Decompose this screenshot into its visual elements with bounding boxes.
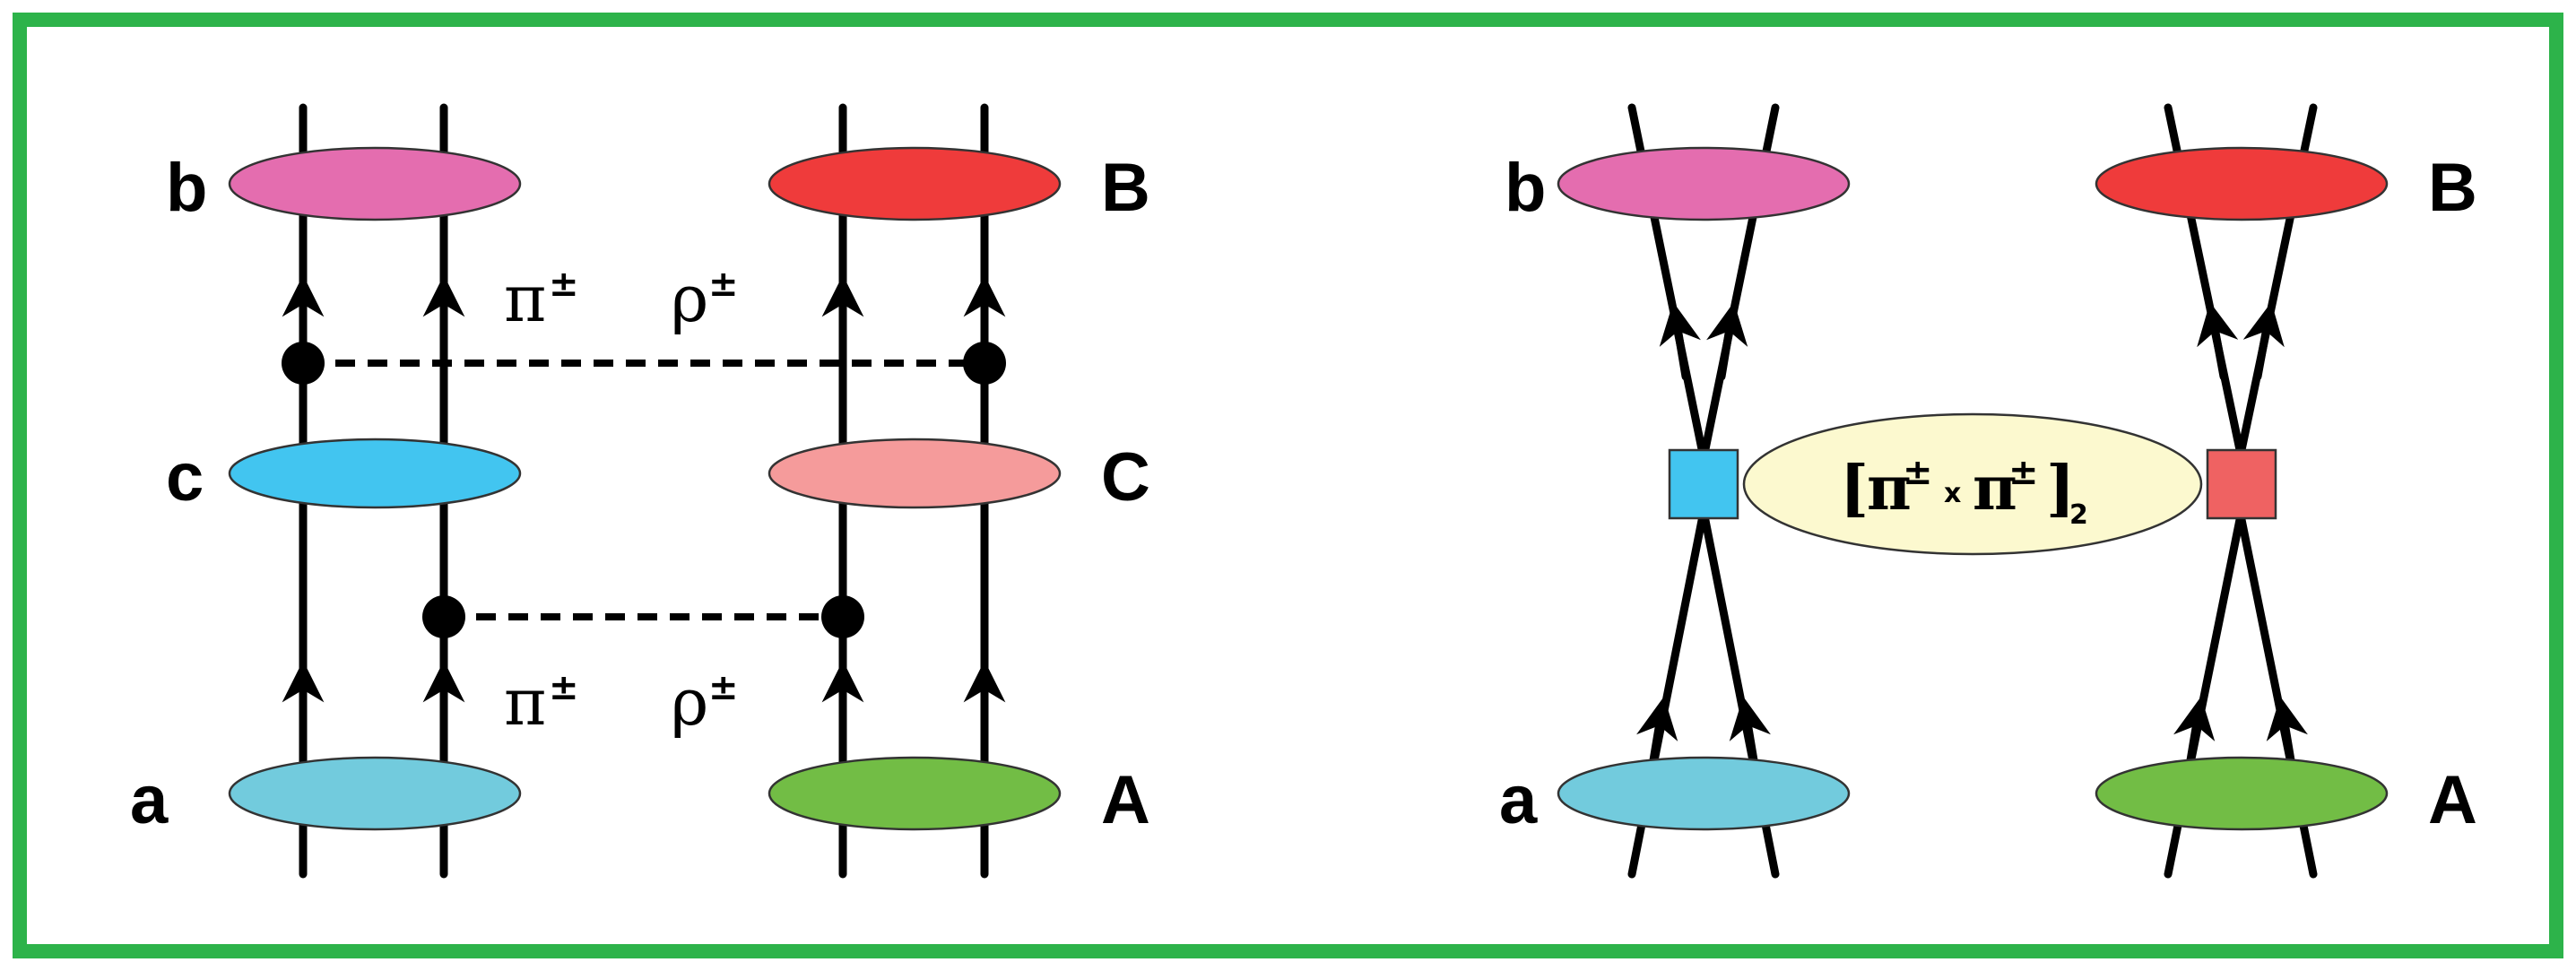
hadron-B: [2095, 146, 2389, 221]
label-b: b: [166, 150, 207, 226]
arrow-up-icon: [2242, 301, 2285, 381]
hadron-A: [768, 756, 1062, 831]
label-B: B: [2428, 150, 2477, 226]
arrow-up-icon: [2197, 301, 2239, 381]
hadron-a: [228, 756, 522, 831]
hadron-A: [2095, 756, 2389, 831]
label-b: b: [1505, 150, 1546, 226]
hadron-a: [1557, 756, 1851, 831]
left-vertex-square: [1668, 448, 1739, 520]
left-diagram: b B c C a A π ± ρ ± π ± ρ ±: [130, 103, 1150, 879]
hadron-b: [228, 146, 522, 221]
hadron-C: [768, 438, 1062, 509]
label-C: C: [1101, 439, 1150, 516]
lower-rho-label: ρ: [671, 664, 708, 740]
blob-charge-1: ±: [1903, 452, 1933, 493]
arrow-up-icon: [1659, 301, 1701, 381]
blob-pi-2: π: [1973, 453, 2017, 525]
right-vertex-square: [2206, 448, 2277, 520]
two-pion-exchange-blob: [1742, 412, 2203, 556]
upper-pi-charge: ±: [549, 264, 579, 305]
arrow-up-icon: [1706, 301, 1748, 381]
vertex-dot: [422, 595, 465, 638]
vertex-dot: [282, 342, 325, 385]
label-A: A: [1101, 762, 1150, 838]
upper-pi-label: π: [504, 261, 546, 336]
blob-pi-1: π: [1867, 453, 1912, 525]
blob-close-bracket: ]: [2046, 453, 2075, 525]
hadron-b: [1557, 146, 1851, 221]
upper-rho-charge: ±: [708, 264, 739, 305]
vertex-dot: [821, 595, 864, 638]
blob-times: x: [1944, 478, 1961, 509]
label-B: B: [1101, 150, 1150, 226]
hadron-B: [768, 146, 1062, 221]
hadron-c: [228, 438, 522, 509]
label-a: a: [130, 762, 169, 838]
blob-subscript: 2: [2069, 499, 2088, 531]
label-c: c: [166, 439, 204, 516]
lower-pi-charge: ±: [549, 667, 579, 708]
lower-rho-charge: ±: [708, 667, 739, 708]
upper-rho-label: ρ: [671, 261, 708, 336]
blob-charge-2: ±: [2008, 452, 2039, 493]
vertex-dot: [963, 342, 1006, 385]
right-diagram: [ π ± x π ± ] 2 b B a A: [1499, 103, 2477, 879]
label-a: a: [1499, 762, 1538, 838]
label-A: A: [2428, 762, 2477, 838]
lower-pi-label: π: [504, 664, 546, 740]
blob-open-bracket: [: [1840, 453, 1869, 525]
